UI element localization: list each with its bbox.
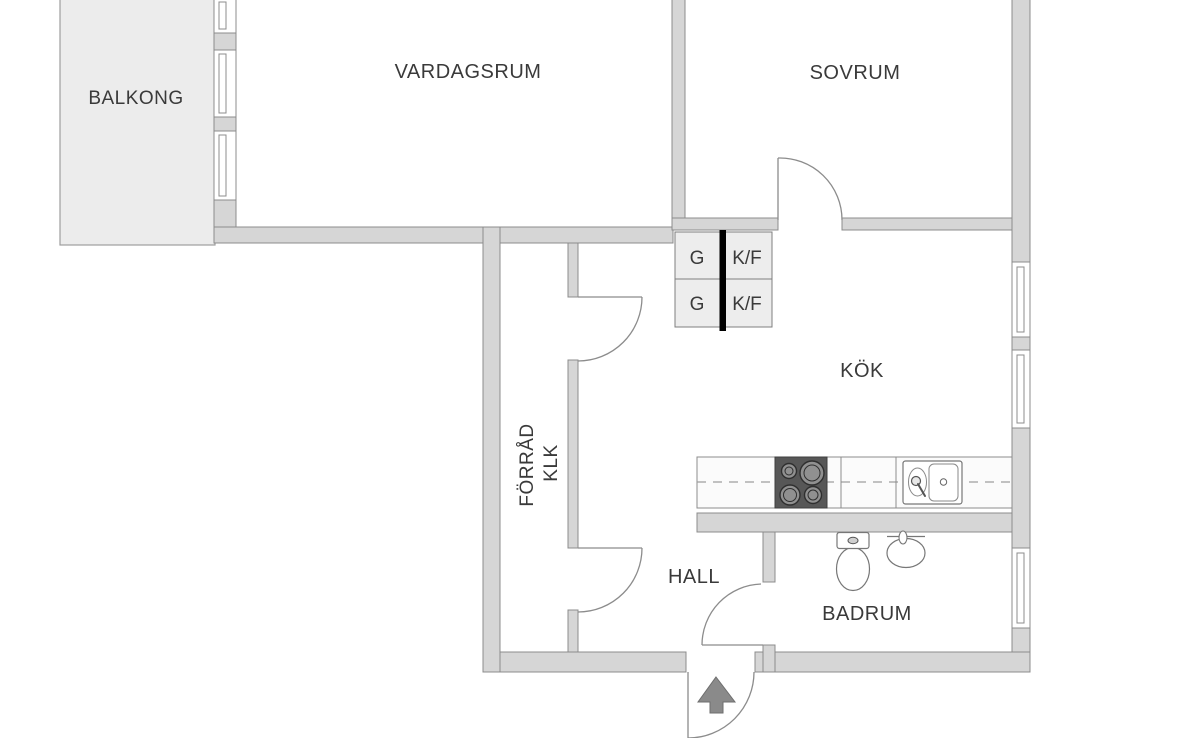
- cabinet-label-g-bottom: G: [690, 294, 705, 315]
- toilet-icon: [835, 531, 871, 592]
- label-kok: KÖK: [840, 360, 884, 382]
- cabinet-kf-top: [722, 231, 773, 280]
- wall-bathroom-top: [696, 512, 1013, 533]
- wall-window-strip-block-b: [213, 116, 237, 132]
- bathroom-fixtures: [835, 530, 926, 592]
- entry-arrow-icon: [697, 676, 737, 714]
- kitchen-sink-icon: [902, 460, 963, 505]
- bedroom-door-icon: [777, 157, 843, 221]
- wall-storage-right-a: [567, 242, 579, 298]
- cabinet-divider-line: [719, 230, 726, 331]
- stove-icon: [774, 456, 828, 509]
- label-forrad: FÖRRÅD: [517, 423, 538, 506]
- bathroom-door-icon: [701, 583, 763, 646]
- label-vardagsrum: VARDAGSRUM: [395, 61, 542, 83]
- cabinet-label-kf-bottom: K/F: [732, 294, 762, 315]
- wall-storage-right-b: [567, 359, 579, 549]
- label-klk: KLK: [541, 444, 562, 481]
- wall-bottom-right-of-entry: [754, 651, 1031, 673]
- kitchen-counter: [696, 456, 1013, 509]
- wall-right-between-windows: [1011, 336, 1031, 351]
- entry-door-icon: [687, 671, 755, 738]
- wall-bedroom-bottom-left: [671, 217, 779, 231]
- wall-storage-right-c: [567, 609, 579, 653]
- cabinet-label-kf-top: K/F: [732, 248, 762, 269]
- wall-living-bedroom-divider: [671, 0, 686, 231]
- cabinet-g-bottom: [674, 278, 724, 328]
- storage-door-upper-icon: [577, 296, 643, 362]
- wall-window-strip-block-a: [213, 32, 237, 51]
- washbasin-icon: [886, 530, 926, 569]
- storage-door-lower-icon: [577, 547, 643, 613]
- wall-left-outer: [482, 226, 501, 673]
- label-badrum: BADRUM: [822, 603, 912, 625]
- label-sovrum: SOVRUM: [810, 62, 901, 84]
- wall-right-top: [1011, 0, 1031, 263]
- room-labels: BALKONG VARDAGSRUM SOVRUM KÖK HALL BADRU…: [88, 61, 912, 625]
- windows: [213, 0, 1031, 629]
- countertop: [696, 456, 1013, 509]
- walls: [213, 0, 1031, 673]
- wall-bottom-left-of-entry: [482, 651, 687, 673]
- label-balkong: BALKONG: [88, 88, 183, 109]
- balcony-window-icon: [213, 0, 237, 201]
- wall-livingroom-bottom: [213, 226, 674, 244]
- cabinet-label-g-top: G: [690, 248, 705, 269]
- balcony-area: [59, 0, 216, 246]
- bathroom-window-icon: [1011, 547, 1031, 629]
- cabinet-g-top: [674, 231, 724, 280]
- counter-divider-lines: [840, 457, 897, 508]
- wall-right-middle: [1011, 427, 1031, 549]
- wall-bedroom-bottom-right: [841, 217, 1013, 231]
- wall-bathroom-left-bottom: [762, 644, 776, 673]
- wardrobe-cabinets: G K/F G K/F: [674, 230, 773, 331]
- kitchen-window-icon: [1011, 261, 1031, 429]
- label-hall: HALL: [668, 566, 720, 588]
- doors: [577, 157, 843, 738]
